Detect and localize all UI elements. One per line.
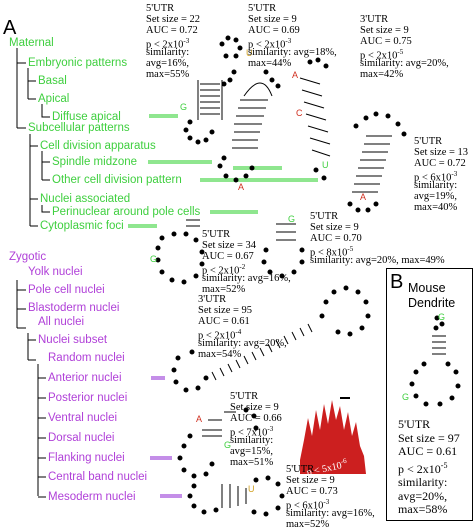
mouse-title: Mouse Dendrite bbox=[408, 281, 456, 310]
mouse-stats: 5'UTR Set size = 97 AUC = 0.61 p < 2x10-… bbox=[398, 417, 460, 516]
tree-item-ventral-nuclei: Ventral nuclei bbox=[48, 412, 118, 424]
rna-structure-7 bbox=[171, 285, 371, 393]
nt-u: U bbox=[246, 48, 253, 58]
stats-block-5: 5'UTR Set size = 34 AUC = 0.67 p < 2x10-… bbox=[202, 229, 291, 295]
nt-a: A bbox=[196, 414, 203, 424]
stats-block-9: 5'UTR Set size = 9 AUC = 0.73 p < 6x10-3… bbox=[286, 464, 375, 530]
tree-item-cell-division-apparatus: Cell division apparatus bbox=[40, 140, 156, 152]
tree-item-dorsal-nuclei: Dorsal nuclei bbox=[48, 432, 115, 444]
stats-block-4: 5'UTR Set size = 13 AUC = 0.72 p < 6x10-… bbox=[414, 136, 469, 213]
maternal-header: Maternal bbox=[9, 37, 54, 49]
zygotic-connectors bbox=[150, 376, 182, 498]
nt-a: A bbox=[238, 182, 245, 192]
tree-item-other-cell-division-pattern: Other cell division pattern bbox=[52, 174, 182, 186]
nt-g: G bbox=[438, 312, 446, 322]
tree-item-nuclei-subset: Nuclei subset bbox=[38, 334, 108, 346]
tree-item-yolk-nuclei: Yolk nuclei bbox=[28, 266, 83, 278]
stats-block-6: 5'UTR Set size = 9 AUC = 0.70 p < 8x10-5… bbox=[310, 211, 445, 266]
stats-block-3: 3'UTR Set size = 9 AUC = 0.75 p < 2x10-5… bbox=[360, 14, 449, 80]
tree-item-random-nuclei: Random nuclei bbox=[48, 352, 125, 364]
stats-block-8: 5'UTR Set size = 9 AUC = 0.66 p < 7x10-3… bbox=[230, 391, 282, 468]
tree-item-posterior-nuclei: Posterior nuclei bbox=[48, 392, 128, 404]
rna-structure-5 bbox=[155, 219, 205, 285]
nt-g: G bbox=[288, 214, 296, 224]
nt-a: A bbox=[292, 70, 299, 80]
nt-a: A bbox=[360, 192, 367, 202]
histogram bbox=[300, 397, 366, 474]
panel-b-letter: B bbox=[390, 271, 404, 293]
rna-structure-4 bbox=[347, 111, 407, 213]
tree-item-pole-cell-nuclei: Pole cell nuclei bbox=[28, 284, 105, 296]
tree-item-central-band-nuclei: Central band nuclei bbox=[48, 471, 148, 483]
nt-g: G bbox=[180, 102, 188, 112]
rna-structure-9 bbox=[187, 475, 285, 517]
tree-item-embryonic-patterns: Embryonic patterns bbox=[28, 57, 128, 69]
tree-item-basal: Basal bbox=[38, 75, 67, 87]
tree-item-blastoderm-nuclei: Blastoderm nuclei bbox=[28, 302, 120, 314]
nt-g: G bbox=[402, 392, 410, 402]
maternal-tree-lines bbox=[16, 48, 50, 227]
tree-item-cytoplasmic-foci: Cytoplasmic foci bbox=[40, 220, 124, 232]
rna-structure-8 bbox=[177, 407, 259, 479]
nt-c: C bbox=[296, 108, 303, 118]
tree-item-subcellular-patterns: Subcellular patterns bbox=[28, 122, 130, 134]
zygotic-tree-lines bbox=[16, 280, 46, 498]
stats-block-1: 5'UTR Set size = 22 AUC = 0.72 p < 2x10-… bbox=[146, 3, 201, 80]
stats-block-7: 3'UTR Set size = 95 AUC = 0.61 p < 2x10-… bbox=[198, 294, 287, 360]
tree-item-perinuclear-around-pole-cells: Perinuclear around pole cells bbox=[52, 206, 201, 218]
maternal-connectors bbox=[128, 114, 318, 228]
tree-item-mesoderm-nuclei: Mesoderm nuclei bbox=[48, 491, 136, 503]
rna-structure-2 bbox=[217, 69, 281, 183]
tree-item-apical: Apical bbox=[38, 93, 70, 105]
nt-g: G bbox=[224, 440, 232, 450]
tree-item-spindle-midzone: Spindle midzone bbox=[52, 156, 138, 168]
mouse-rna-structure bbox=[409, 315, 461, 407]
panel-b-box bbox=[386, 268, 473, 521]
stats-block-2: 5'UTR Set size = 9 AUC = 0.69 p < 2x10-3… bbox=[248, 3, 337, 69]
tree-item-anterior-nuclei: Anterior nuclei bbox=[48, 372, 122, 384]
panel-a-letter: A bbox=[3, 17, 17, 39]
nt-u: U bbox=[322, 160, 329, 170]
tree-item-all-nuclei: All nuclei bbox=[38, 316, 85, 328]
rna-structure-1 bbox=[183, 35, 243, 145]
rna-structure-3 bbox=[299, 57, 331, 181]
tree-item-nuclei-associated: Nuclei associated bbox=[40, 193, 131, 205]
rna-structure-6 bbox=[261, 223, 305, 279]
tree-item-flanking-nuclei: Flanking nuclei bbox=[48, 452, 125, 464]
tree-item-diffuse-apical: Diffuse apical bbox=[52, 111, 121, 123]
nt-g: G bbox=[150, 254, 158, 264]
nt-u: U bbox=[248, 484, 255, 494]
zygotic-header: Zygotic bbox=[9, 251, 47, 263]
